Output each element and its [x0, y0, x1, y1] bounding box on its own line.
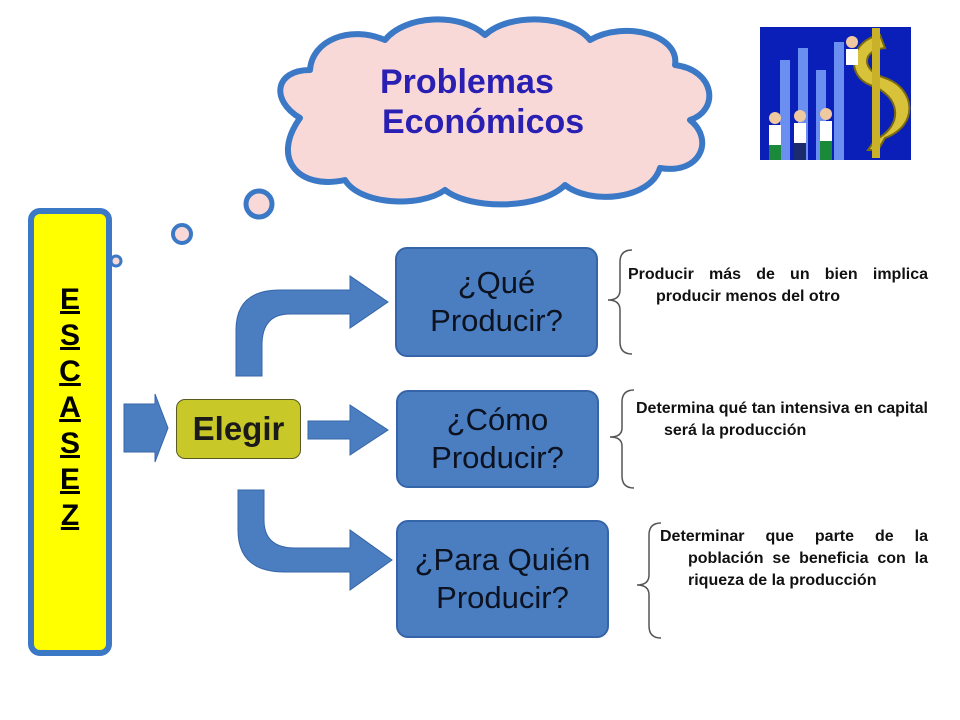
escasez-letter: S — [59, 427, 80, 460]
question-line1: ¿Cómo — [446, 402, 549, 437]
escasez-box: E S C A S E Z — [28, 208, 112, 656]
brace-para-quien — [636, 522, 662, 639]
escasez-letter: Z — [60, 499, 80, 532]
escasez-letter: C — [59, 355, 81, 388]
escasez-letter: A — [59, 391, 81, 424]
arrow-to-como — [307, 404, 389, 456]
thought-bubble-medium — [171, 223, 193, 245]
cloud-title-line2: Económicos — [382, 103, 585, 141]
thought-cloud — [277, 16, 713, 208]
escasez-letter: E — [59, 463, 80, 496]
thought-bubble-small — [109, 254, 123, 268]
note-para-quien: Determinar que parte de la población se … — [660, 528, 928, 589]
question-box-como: ¿Cómo Producir? — [396, 390, 599, 488]
question-line2: Producir? — [436, 580, 569, 615]
brace-como — [609, 389, 635, 489]
elegir-box: Elegir — [176, 399, 301, 459]
note-como: Determina qué tan intensiva en capital s… — [636, 400, 928, 439]
cloud-title: Problemas Económicos — [350, 62, 610, 142]
question-box-para-quien: ¿Para Quién Producir? — [396, 520, 609, 638]
question-line2: Producir? — [430, 303, 563, 338]
escasez-letter: E — [59, 283, 80, 316]
escasez-letter: S — [59, 319, 80, 352]
note-que: Producir más de un bien implica producir… — [628, 266, 928, 305]
question-line2: Producir? — [431, 440, 564, 475]
arrow-to-para-quien — [237, 489, 393, 591]
arrow-to-elegir — [123, 393, 169, 463]
question-line1: ¿Qué — [457, 265, 536, 300]
question-line1: ¿Para Quién — [414, 542, 591, 577]
thought-bubble-large — [243, 188, 275, 220]
question-box-que: ¿Qué Producir? — [395, 247, 598, 357]
brace-que — [607, 249, 633, 355]
business-people-dollar-icon — [760, 27, 911, 160]
arrow-to-que — [235, 275, 389, 377]
escasez-letters: E S C A S E Z — [34, 282, 106, 534]
cloud-title-line1: Problemas — [380, 63, 554, 101]
